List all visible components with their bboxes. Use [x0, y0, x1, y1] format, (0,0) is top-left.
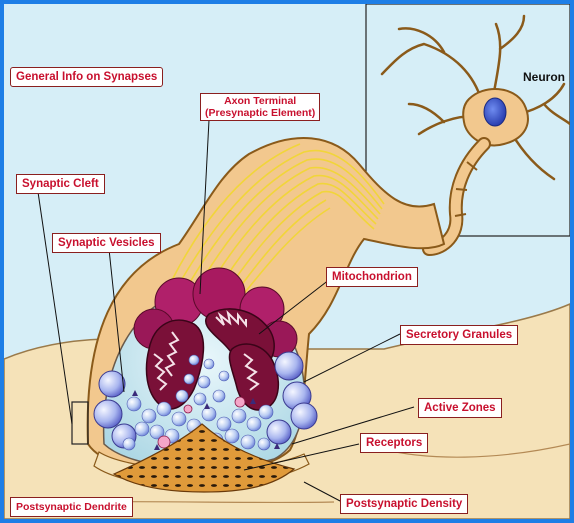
- axon-terminal-title: Axon Terminal: [205, 95, 315, 107]
- secretory-granules-label[interactable]: Secretory Granules: [400, 325, 518, 345]
- receptors-label[interactable]: Receptors: [360, 433, 428, 453]
- synaptic-vesicles-label[interactable]: Synaptic Vesicles: [52, 233, 161, 253]
- mitochondrion-label[interactable]: Mitochondrion: [326, 267, 418, 287]
- neuron-label: Neuron: [523, 70, 565, 84]
- axon-terminal-label: Axon Terminal (Presynaptic Element): [200, 93, 320, 121]
- synaptic-cleft-label[interactable]: Synaptic Cleft: [16, 174, 105, 194]
- neuron-nucleus: [484, 98, 506, 126]
- postsynaptic-density-label[interactable]: Postsynaptic Density: [340, 494, 468, 514]
- general-info-link[interactable]: General Info on Synapses: [10, 67, 163, 87]
- postsynaptic-dendrite-label[interactable]: Postsynaptic Dendrite: [10, 497, 133, 517]
- axon-terminal-subtitle: (Presynaptic Element): [205, 107, 315, 119]
- active-zones-label[interactable]: Active Zones: [418, 398, 502, 418]
